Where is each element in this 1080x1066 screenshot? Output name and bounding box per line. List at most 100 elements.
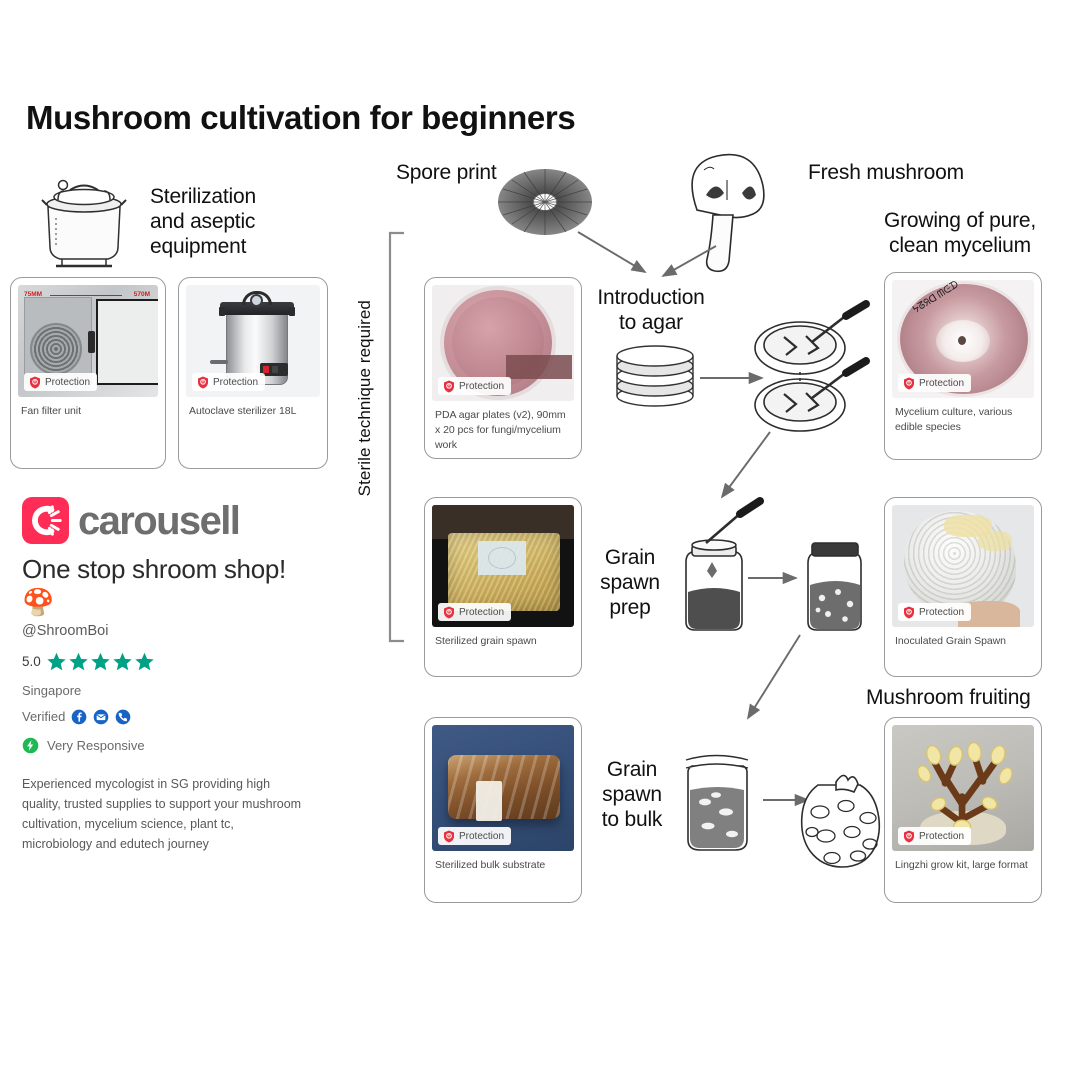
- protection-label: Protection: [459, 830, 505, 842]
- protection-badge: Protection: [438, 377, 512, 395]
- protection-label: Protection: [919, 606, 965, 618]
- label-line: Introduction: [597, 286, 705, 309]
- sterile-technique-bracket: [388, 231, 404, 643]
- phone-icon[interactable]: [115, 709, 131, 725]
- label-introduction-to-agar: Introduction to agar: [586, 286, 716, 336]
- star-icon: [135, 652, 154, 670]
- product-card-lingzhi-grow-kit[interactable]: Protection Lingzhi grow kit, large forma…: [884, 717, 1042, 903]
- label-line: equipment: [150, 234, 247, 258]
- shield-icon: [30, 376, 40, 388]
- product-thumbnail: Protection: [892, 725, 1034, 851]
- product-thumbnail: Protection: [432, 505, 574, 627]
- protection-label: Protection: [45, 376, 91, 388]
- grain-jar-inoculation: [685, 497, 764, 631]
- product-caption: Inoculated Grain Spawn: [895, 635, 1006, 647]
- product-thumbnail: Protection: [432, 725, 574, 851]
- protection-badge: Protection: [898, 374, 972, 392]
- label-line: to agar: [619, 310, 683, 334]
- product-card-sterilized-bulk-substrate[interactable]: Protection Sterilized bulk substrate: [424, 717, 582, 903]
- product-card-fan-filter-unit[interactable]: 75MM 570M Protection Fan filter unit: [10, 277, 166, 469]
- autoclave-illustration: [41, 179, 127, 268]
- product-card-inoculated-grain-spawn[interactable]: Protection Inoculated Grain Spawn: [884, 497, 1042, 677]
- protection-badge: Protection: [192, 373, 266, 391]
- product-caption: Lingzhi grow kit, large format: [895, 859, 1028, 871]
- label-grain-spawn-prep: Grain spawn prep: [588, 546, 672, 620]
- product-card-mycelium-culture[interactable]: ᔭᘔᖆᗡ ᗰᕮᗪ Protection Mycelium culture, va…: [884, 272, 1042, 460]
- shield-icon: [444, 380, 454, 392]
- label-line: clean mycelium: [889, 233, 1031, 257]
- label-spore-print: Spore print: [396, 161, 497, 184]
- protection-badge: Protection: [898, 827, 972, 845]
- seller-profile-panel: carousell One stop shroom shop! 🍄 @Shroo…: [22, 497, 322, 855]
- star-icon: [113, 652, 132, 670]
- very-responsive-row: Very Responsive: [22, 737, 322, 754]
- shield-icon: [904, 606, 914, 618]
- spore-print-illustration: [498, 169, 592, 235]
- page-title: Mushroom cultivation for beginners: [26, 99, 576, 136]
- brand-header[interactable]: carousell: [22, 497, 322, 544]
- verified-label: Verified: [22, 709, 66, 725]
- label-line: to bulk: [601, 807, 663, 831]
- product-caption: Fan filter unit: [21, 405, 81, 417]
- seller-rating[interactable]: 5.0: [22, 651, 322, 672]
- product-card-sterilized-grain-spawn[interactable]: Protection Sterilized grain spawn: [424, 497, 582, 677]
- fresh-mushroom-illustration: [691, 153, 765, 273]
- product-caption: Mycelium culture, various edible species: [895, 406, 1013, 434]
- product-thumbnail: Protection: [432, 285, 574, 401]
- shield-icon: [198, 376, 208, 388]
- label-grain-spawn-to-bulk: Grain spawn to bulk: [588, 758, 676, 832]
- seller-tagline: One stop shroom shop! 🍄: [22, 554, 286, 618]
- star-rating: [46, 651, 155, 672]
- label-line: spawn: [602, 782, 662, 806]
- product-thumbnail: Protection: [186, 285, 320, 397]
- protection-label: Protection: [919, 830, 965, 842]
- product-thumbnail: 75MM 570M Protection: [18, 285, 158, 397]
- protection-badge: Protection: [438, 827, 512, 845]
- protection-label: Protection: [919, 377, 965, 389]
- bulk-substrate-jar: [685, 754, 749, 851]
- protection-label: Protection: [459, 380, 505, 392]
- carousell-logo-icon: [22, 497, 69, 544]
- product-thumbnail: Protection: [892, 505, 1034, 627]
- label-line: and aseptic: [150, 209, 256, 233]
- label-sterilization-equipment: Sterilization and aseptic equipment: [150, 185, 320, 259]
- protection-badge: Protection: [438, 603, 512, 621]
- fruiting-bag-illustration: [800, 774, 881, 868]
- seller-handle[interactable]: @ShroomBoi: [22, 622, 109, 639]
- label-line: Growing of pure,: [883, 209, 1037, 232]
- label-fresh-mushroom: Fresh mushroom: [808, 161, 964, 184]
- colonized-grain-jar: [807, 542, 862, 631]
- protection-badge: Protection: [898, 603, 972, 621]
- sterile-technique-label: Sterile technique required: [355, 300, 374, 497]
- label-mushroom-fruiting: Mushroom fruiting: [866, 686, 1031, 709]
- label-line: Sterilization: [150, 185, 256, 208]
- label-line: prep: [609, 595, 651, 619]
- product-card-pda-agar-plates[interactable]: Protection PDA agar plates (v2), 90mm x …: [424, 277, 582, 459]
- product-thumbnail: ᔭᘔᖆᗡ ᗰᕮᗪ Protection: [892, 280, 1034, 398]
- product-caption: Autoclave sterilizer 18L: [189, 405, 297, 417]
- product-caption: Sterilized bulk substrate: [435, 859, 546, 871]
- shield-icon: [444, 606, 454, 618]
- shield-icon: [444, 830, 454, 842]
- label-line: spawn: [600, 570, 660, 594]
- seller-location: Singapore: [22, 682, 82, 698]
- email-icon[interactable]: [93, 709, 109, 725]
- verified-row: Verified: [22, 709, 322, 725]
- brand-name: carousell: [78, 498, 241, 543]
- seller-bio: Experienced mycologist in SG providing h…: [22, 776, 302, 852]
- shield-icon: [904, 830, 914, 842]
- shield-icon: [904, 377, 914, 389]
- label-growing-pure-mycelium: Growing of pure, clean mycelium: [860, 209, 1060, 259]
- product-caption: PDA agar plates (v2), 90mm x 20 pcs for …: [435, 409, 566, 452]
- lingzhi-antler-illustration: [917, 741, 1013, 835]
- protection-label: Protection: [213, 376, 259, 388]
- star-icon: [69, 652, 88, 670]
- agar-plate-stack: [616, 345, 694, 407]
- petri-dish-inoculation: [754, 300, 870, 432]
- rating-value: 5.0: [22, 653, 41, 669]
- facebook-icon[interactable]: [71, 709, 87, 725]
- product-card-autoclave-sterilizer[interactable]: Protection Autoclave sterilizer 18L: [178, 277, 328, 469]
- protection-badge: Protection: [24, 373, 98, 391]
- star-icon: [91, 652, 110, 670]
